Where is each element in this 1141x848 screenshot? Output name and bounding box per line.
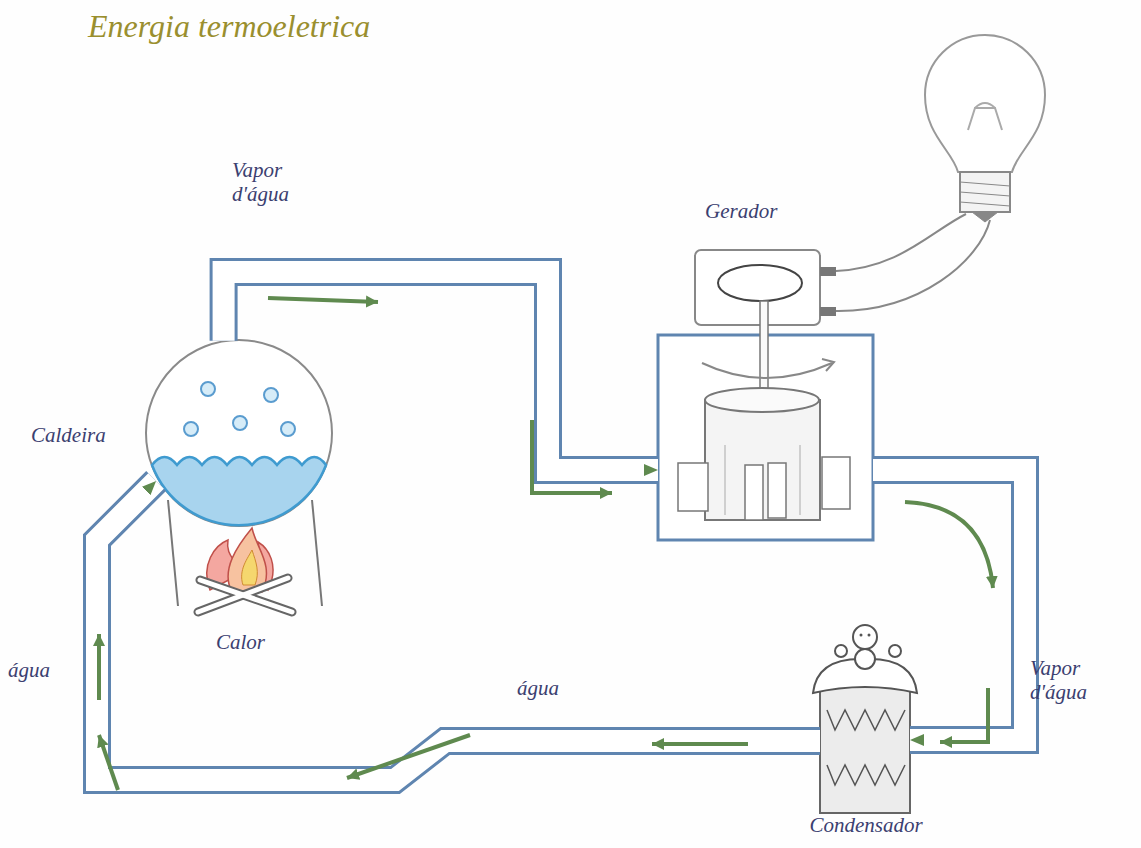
edge-label: água xyxy=(517,676,597,700)
flow-arrow xyxy=(99,735,118,790)
flow-arrow xyxy=(905,502,993,588)
node-label: Gerador xyxy=(705,199,777,224)
condenser: Condensador xyxy=(805,615,925,840)
node-label: Condensador xyxy=(793,813,939,838)
pipe-bore xyxy=(97,481,820,780)
edge-label: Vapor d'água xyxy=(232,158,332,206)
pipe-bore xyxy=(873,470,1025,740)
pipe-wall xyxy=(873,470,1025,740)
pipe-bore xyxy=(224,272,658,470)
fire xyxy=(198,528,292,612)
pipe-connector xyxy=(873,470,1025,740)
stand-leg xyxy=(168,500,178,606)
boiler: Caldeira xyxy=(143,337,335,529)
stand-leg xyxy=(312,500,322,606)
flow-arrow xyxy=(347,735,470,778)
text-label: água xyxy=(8,658,50,682)
flow-arrow xyxy=(940,688,988,742)
pipe-wall xyxy=(97,481,820,780)
node-label: Caldeira xyxy=(31,423,106,448)
wire xyxy=(836,220,990,311)
flow-arrow xyxy=(268,298,378,302)
boiler-shape xyxy=(143,337,335,529)
pipe-wall xyxy=(224,272,658,470)
pipe-arrowhead xyxy=(97,481,820,780)
pipe-connector xyxy=(224,272,658,470)
condenser-shape xyxy=(805,615,925,840)
generator-turbine-shape xyxy=(650,195,885,550)
flow-arrow xyxy=(97,634,101,700)
edge-label: Vapor d'água xyxy=(1030,656,1130,704)
flow-arrow xyxy=(532,420,612,493)
lamp xyxy=(925,35,1045,222)
pipe-arrowhead xyxy=(873,470,1025,740)
generator-turbine: Gerador xyxy=(650,195,885,550)
pipe-connector xyxy=(97,481,820,780)
pipe-arrowhead xyxy=(224,272,658,470)
text-label: Calor xyxy=(216,630,265,654)
flow-arrow xyxy=(652,742,748,746)
wire xyxy=(836,214,966,271)
title: Energia termoeletrica xyxy=(88,8,370,45)
